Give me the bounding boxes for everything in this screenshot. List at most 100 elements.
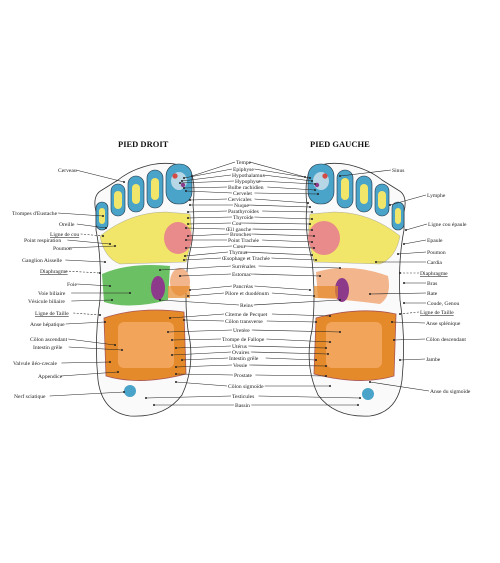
label-uretere-dot-left [339,331,341,333]
label-prostate: Prostate [234,373,253,379]
label-ganglion-dot [104,261,106,263]
label-testicules-dot-right [145,397,147,399]
label-ganglion: Ganglion Aisselle [22,258,62,264]
label-ligne-taille-l: Ligne de Taille [35,311,69,317]
label-point-resp-dot [109,243,111,245]
label-anse-sig-dot [369,381,371,383]
label-reins-dot-left [339,299,341,301]
left-kidney-zone [335,278,349,302]
label-intestin-c-dot-left [315,359,317,361]
label-cou-dot-right [187,223,189,225]
label-colon-desc: Côlon descendant [426,337,466,343]
label-nerf: Nerf sciatique [14,393,46,400]
label-diaphragme-l-dot [99,272,101,274]
toe-5-l-inner [395,208,401,224]
label-testicules-dot-left [359,397,361,399]
label-tempe-leader-right [191,161,236,177]
label-citerne-leader-left [271,313,331,317]
label-oreille: Oreille [59,222,75,228]
label-colon-sig: Côlon sigmoïde [228,384,264,390]
label-ovaires-leader-left [250,351,329,355]
labels-center: TempeEpiphyseHypothalamusHypophyseBulbe … [145,160,361,409]
label-colon-desc-dot [393,339,395,341]
label-pancreas-dot-right [189,289,191,291]
right-sciatic-dot [124,385,136,397]
label-surrenales: Surrénales [232,264,256,270]
toe-big-l-dot-1 [322,173,328,179]
label-thyroide-dot-left [311,218,313,220]
label-uterus-leader-left [248,345,327,349]
label-testicules: Testicules [232,394,254,400]
label-surrenales-dot-left [339,267,341,269]
right-pancreas-zone [168,286,190,298]
label-vessie-leader-right [175,364,233,368]
label-coeur-leader-left [244,245,315,249]
label-estomac: Estomac [232,272,252,278]
left-foot [305,162,406,417]
label-surrenales-leader-right [159,265,232,271]
label-ligne-taille-r-leader [399,311,420,315]
label-uretere-leader-left [251,329,341,333]
label-bassin: Bassin [235,403,250,409]
label-bulbe-dot-right [183,187,185,189]
label-trompe: Trompe de Fallope [222,337,265,343]
label-parathyroides-dot-left [311,211,313,213]
label-appendice-dot [117,371,119,373]
label-ovaires-dot-left [327,353,329,355]
label-epiphyse-leader-right [183,168,233,179]
label-ganglion-leader [65,259,106,263]
label-point-trachee: Point Trachée [228,238,259,244]
label-poumon-r-leader [397,251,427,255]
label-ligne-cou-dot [102,235,104,237]
left-heart-zone [308,221,340,255]
label-anse-hep: Anse hépatique [30,322,65,328]
label-intestin-l: Intestin grêle [33,345,63,351]
label-poumon-dot [114,245,116,247]
label-colon-sig-dot-right [175,381,177,383]
label-coeur-leader-right [185,245,233,249]
label-cervicales-dot-right [189,199,191,201]
label-uterus-leader-right [175,345,232,349]
label-ligne-cou-epaule-leader [405,223,428,231]
label-pilore-dot-right [187,295,189,297]
label-coeur: Cœur [233,244,246,250]
label-ligne-taille-r: Ligne de Taille [420,310,454,316]
label-vessie-leader-left [249,364,327,367]
label-foie-leader [77,283,111,287]
label-colon-sig-dot-left [329,385,331,387]
label-cervelet: Cervelet [233,191,252,197]
label-trompe-leader-right [171,338,222,341]
label-vessie: Vessie [233,363,248,369]
label-pancreas-dot-left [309,289,311,291]
label-oeil-dot-left [311,229,313,231]
label-estomac-dot-left [319,275,321,277]
left-pancreas-zone [314,286,338,298]
label-thyroide-leader-right [187,216,233,219]
label-coeur-dot-right [185,247,187,249]
label-pilore-leader-left [271,292,315,297]
label-intestin-c-dot-right [181,359,183,361]
label-reins-leader-right [159,299,240,306]
label-bassin-dot-left [357,404,359,406]
label-nerf-leader [49,391,125,397]
title-right-foot: PIED DROIT [118,139,169,149]
label-bronches-dot-right [187,235,189,237]
label-cerveau-dot [123,181,125,183]
label-hypophyse: Hypophyse [235,179,261,185]
label-anse-spl-dot [391,321,393,323]
right-heart-zone [164,222,192,254]
label-bassin-dot-right [153,404,155,406]
label-anse-sig-leader [369,381,430,392]
label-hypothalamus-leader-right [181,174,232,182]
label-point-resp: Point respiration [24,238,61,244]
label-diaphragme-l: Diaphragme [40,269,68,275]
label-intestin-c-leader-right [181,357,229,361]
label-surrenales-dot-right [159,269,161,271]
label-ligne-taille-r-dot [399,313,401,315]
right-intestine-inner [118,322,174,368]
label-cervelet-dot-right [185,190,187,192]
label-parathyroides-leader-left [262,210,313,213]
label-intestin-c: Intestin grêle [229,356,259,362]
label-thymus: Thymus [229,250,247,256]
label-coude-dot [403,302,405,304]
